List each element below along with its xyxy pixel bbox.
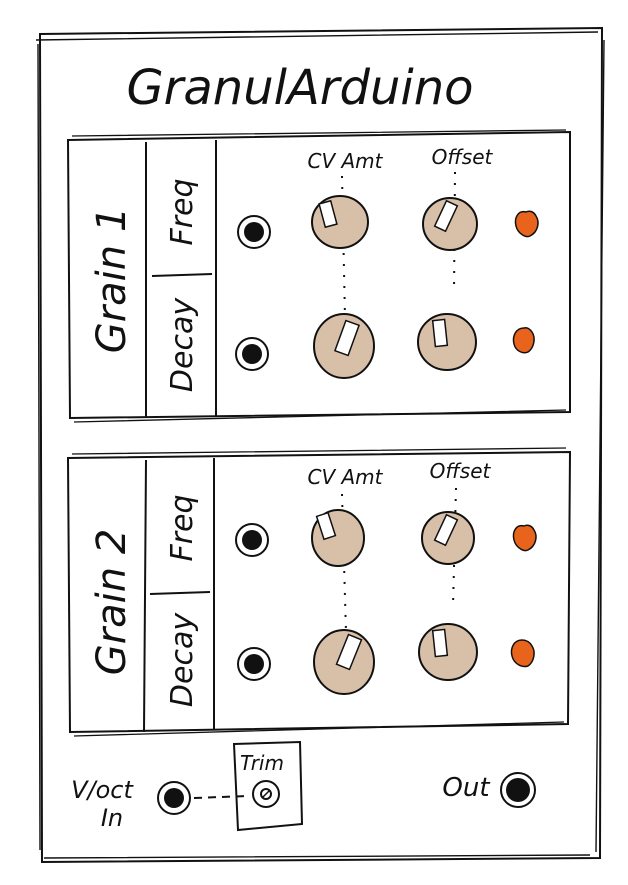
trim-pot[interactable] (252, 780, 280, 808)
voct-label-line1: V/oct (71, 776, 134, 804)
trim-label: Trim (240, 751, 284, 775)
module-title: GranulArduino (126, 60, 473, 116)
out-label: Out (442, 773, 490, 803)
grain-2-cv-amt-header: CV Amt (307, 465, 383, 489)
grain-2-label: Grain 2 (89, 529, 135, 676)
grain-1-decay-cv-amt-knob[interactable] (313, 313, 375, 379)
grain-1-freq-label: Freq (165, 178, 200, 245)
panel-outline (35, 26, 605, 864)
grain-2-decay-cv-amt-knob[interactable] (313, 629, 375, 695)
grain-2-freq-led (512, 524, 537, 552)
trim-box (232, 740, 304, 832)
grain-1-cv-amt-header: CV Amt (307, 149, 383, 173)
grain-2-decay-led (510, 639, 535, 668)
voct-input-jack[interactable] (157, 781, 191, 815)
grain-2-freq-offset-knob[interactable] (421, 511, 475, 565)
grain-2-decay-label: Decay (165, 612, 200, 707)
grain-1-freq-cv-jack[interactable] (237, 215, 271, 249)
grain-2-decay-offset-knob[interactable] (418, 623, 478, 681)
grain-2-freq-label: Freq (165, 494, 200, 561)
grain-2-section: Grain 2 Freq Decay CV Amt Offset (66, 447, 572, 737)
bottom-io-row: V/oct In Trim Out (71, 740, 536, 832)
grain-1-decay-led (512, 327, 535, 354)
grain-1-freq-led (514, 210, 539, 238)
grain-2-decay-cv-jack[interactable] (237, 647, 271, 681)
voct-label-line2: In (101, 804, 123, 832)
trim-connection-line (193, 795, 249, 799)
grain-1-freq-cv-amt-knob[interactable] (311, 195, 369, 249)
output-jack[interactable] (500, 772, 536, 808)
grain-1-label: Grain 1 (89, 207, 135, 354)
grain-1-decay-label: Decay (165, 297, 200, 392)
grain-1-section: Grain 1 Freq Decay CV Amt Offset (66, 129, 571, 423)
grain-1-decay-offset-knob[interactable] (417, 313, 477, 371)
grain-2-freq-cv-jack[interactable] (235, 523, 269, 557)
grain-1-decay-cv-jack[interactable] (235, 337, 269, 371)
grain-1-freq-offset-knob[interactable] (422, 197, 478, 251)
grain-2-freq-cv-amt-knob[interactable] (311, 509, 365, 567)
grain-2-offset-header: Offset (430, 459, 492, 483)
grain-1-offset-header: Offset (432, 145, 494, 169)
